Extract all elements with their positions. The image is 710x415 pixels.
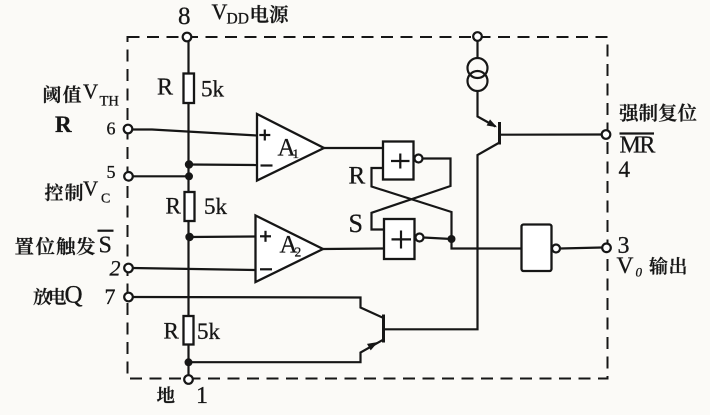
svg-text:V: V bbox=[617, 253, 634, 279]
svg-text:0: 0 bbox=[636, 265, 643, 280]
svg-text:A: A bbox=[280, 232, 298, 259]
svg-text:1: 1 bbox=[196, 383, 208, 409]
svg-text:6: 6 bbox=[107, 119, 116, 139]
svg-text:TH: TH bbox=[100, 94, 120, 110]
svg-text:V: V bbox=[83, 80, 98, 104]
svg-text:R: R bbox=[166, 194, 182, 219]
svg-text:Q: Q bbox=[65, 282, 83, 309]
svg-text:3: 3 bbox=[618, 233, 630, 259]
svg-text:S: S bbox=[99, 233, 112, 259]
svg-text:5k: 5k bbox=[201, 77, 225, 102]
svg-text:4: 4 bbox=[619, 157, 631, 182]
svg-text:2: 2 bbox=[110, 256, 121, 281]
svg-text:5: 5 bbox=[107, 162, 116, 182]
svg-text:2: 2 bbox=[295, 245, 302, 260]
svg-text:5k: 5k bbox=[197, 319, 221, 344]
svg-text:V: V bbox=[212, 0, 228, 24]
svg-text:R: R bbox=[157, 75, 173, 101]
svg-text:5k: 5k bbox=[204, 194, 228, 219]
svg-text:8: 8 bbox=[178, 3, 191, 30]
svg-text:S: S bbox=[349, 209, 363, 238]
svg-text:R: R bbox=[55, 112, 72, 137]
svg-text:R: R bbox=[164, 319, 180, 344]
svg-text:MR: MR bbox=[620, 133, 656, 159]
svg-text:V: V bbox=[83, 177, 98, 201]
svg-text:R: R bbox=[349, 163, 366, 190]
svg-text:C: C bbox=[101, 192, 110, 207]
svg-text:1: 1 bbox=[293, 146, 300, 161]
svg-text:7: 7 bbox=[105, 284, 116, 309]
svg-text:A: A bbox=[278, 135, 296, 162]
svg-text:DD: DD bbox=[227, 11, 249, 28]
